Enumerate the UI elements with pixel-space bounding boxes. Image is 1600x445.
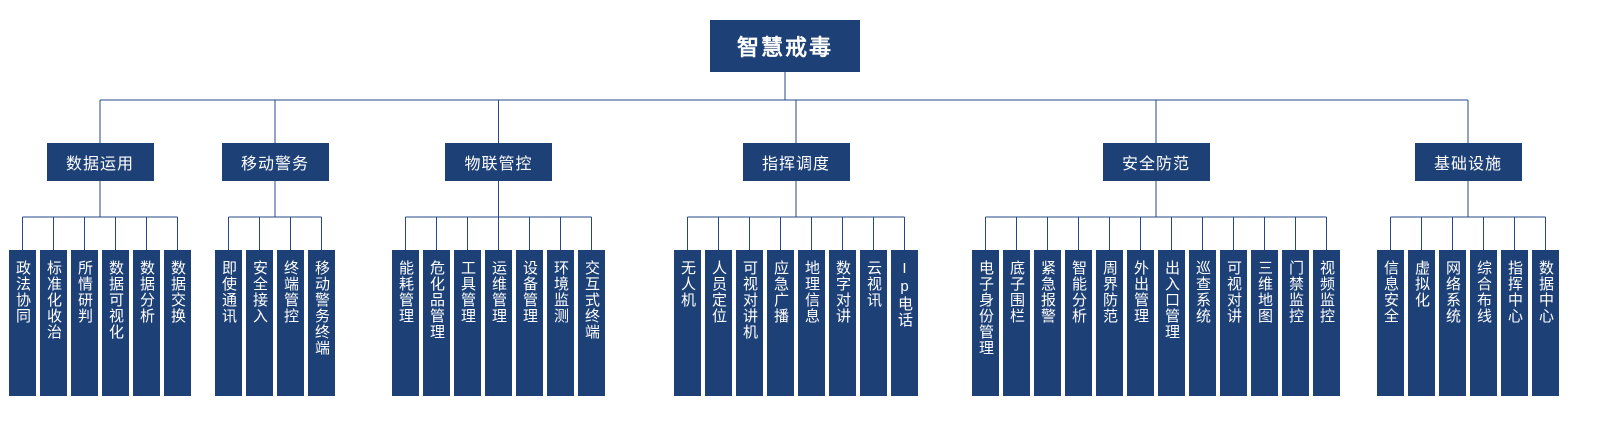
leaf-node: 云视讯 xyxy=(860,250,887,396)
leaf-node: 周界防范 xyxy=(1096,250,1123,396)
category-node: 移动警务 xyxy=(221,143,329,181)
leaf-node: 标准化收治 xyxy=(40,250,67,396)
root-node: 智慧戒毒 xyxy=(710,20,860,72)
category-node: 基础设施 xyxy=(1414,143,1522,181)
leaf-node: 出入口管理 xyxy=(1158,250,1185,396)
group-5: 基础设施信息安全虚拟化网络系统综合布线指挥中心数据中心 xyxy=(1377,143,1559,396)
leaf-node: 虚拟化 xyxy=(1408,250,1435,396)
leaf-node: 综合布线 xyxy=(1470,250,1497,396)
leaf-node: 无人机 xyxy=(674,250,701,396)
children-row: 信息安全虚拟化网络系统综合布线指挥中心数据中心 xyxy=(1377,250,1559,396)
group-2: 物联管控能耗管理危化品管理工具管理运维管理设备管理环境监测交互式终端 xyxy=(392,143,605,396)
leaf-node: 外出管理 xyxy=(1127,250,1154,396)
leaf-node: 可视对讲机 xyxy=(736,250,763,396)
children-row: 政法协同标准化收治所情研判数据可视化数据分析数据交换 xyxy=(9,250,191,396)
leaf-node: 所情研判 xyxy=(71,250,98,396)
children-row: 电子身份管理底子围栏紧急报警智能分析周界防范外出管理出入口管理巡查系统可视对讲三… xyxy=(972,250,1340,396)
group-1: 移动警务即使通讯安全接入终端管控移动警务终端 xyxy=(215,143,335,396)
leaf-node: 安全接入 xyxy=(246,250,273,396)
leaf-node: 能耗管理 xyxy=(392,250,419,396)
leaf-node: 信息安全 xyxy=(1377,250,1404,396)
leaf-node: 交互式终端 xyxy=(578,250,605,396)
leaf-node: 设备管理 xyxy=(516,250,543,396)
leaf-node: 即使通讯 xyxy=(215,250,242,396)
leaf-node: 人员定位 xyxy=(705,250,732,396)
leaf-node: 工具管理 xyxy=(454,250,481,396)
leaf-node: 可视对讲 xyxy=(1220,250,1247,396)
category-node: 数据运用 xyxy=(46,143,154,181)
leaf-node: 指挥中心 xyxy=(1501,250,1528,396)
leaf-node: 地理信息 xyxy=(798,250,825,396)
leaf-node: 运维管理 xyxy=(485,250,512,396)
leaf-node: 电子身份管理 xyxy=(972,250,999,396)
leaf-node: 三维地图 xyxy=(1251,250,1278,396)
leaf-node: 视频监控 xyxy=(1313,250,1340,396)
leaf-node: 数据可视化 xyxy=(102,250,129,396)
leaf-node: 数据交换 xyxy=(164,250,191,396)
leaf-node: 紧急报警 xyxy=(1034,250,1061,396)
leaf-node: 网络系统 xyxy=(1439,250,1466,396)
category-node: 指挥调度 xyxy=(742,143,850,181)
leaf-node: 智能分析 xyxy=(1065,250,1092,396)
leaf-node: 应急广播 xyxy=(767,250,794,396)
leaf-node: 数字对讲 xyxy=(829,250,856,396)
leaf-node: 危化品管理 xyxy=(423,250,450,396)
leaf-node: 政法协同 xyxy=(9,250,36,396)
group-4: 安全防范电子身份管理底子围栏紧急报警智能分析周界防范外出管理出入口管理巡查系统可… xyxy=(972,143,1340,396)
leaf-node: Ip电话 xyxy=(891,250,918,396)
leaf-node: 终端管控 xyxy=(277,250,304,396)
leaf-node: 移动警务终端 xyxy=(308,250,335,396)
leaf-node: 数据中心 xyxy=(1532,250,1559,396)
children-row: 能耗管理危化品管理工具管理运维管理设备管理环境监测交互式终端 xyxy=(392,250,605,396)
children-row: 即使通讯安全接入终端管控移动警务终端 xyxy=(215,250,335,396)
leaf-node: 巡查系统 xyxy=(1189,250,1216,396)
leaf-node: 环境监测 xyxy=(547,250,574,396)
group-0: 数据运用政法协同标准化收治所情研判数据可视化数据分析数据交换 xyxy=(9,143,191,396)
leaf-node: 数据分析 xyxy=(133,250,160,396)
leaf-node: 门禁监控 xyxy=(1282,250,1309,396)
category-node: 物联管控 xyxy=(445,143,552,181)
leaf-node: 底子围栏 xyxy=(1003,250,1030,396)
category-node: 安全防范 xyxy=(1102,143,1210,181)
